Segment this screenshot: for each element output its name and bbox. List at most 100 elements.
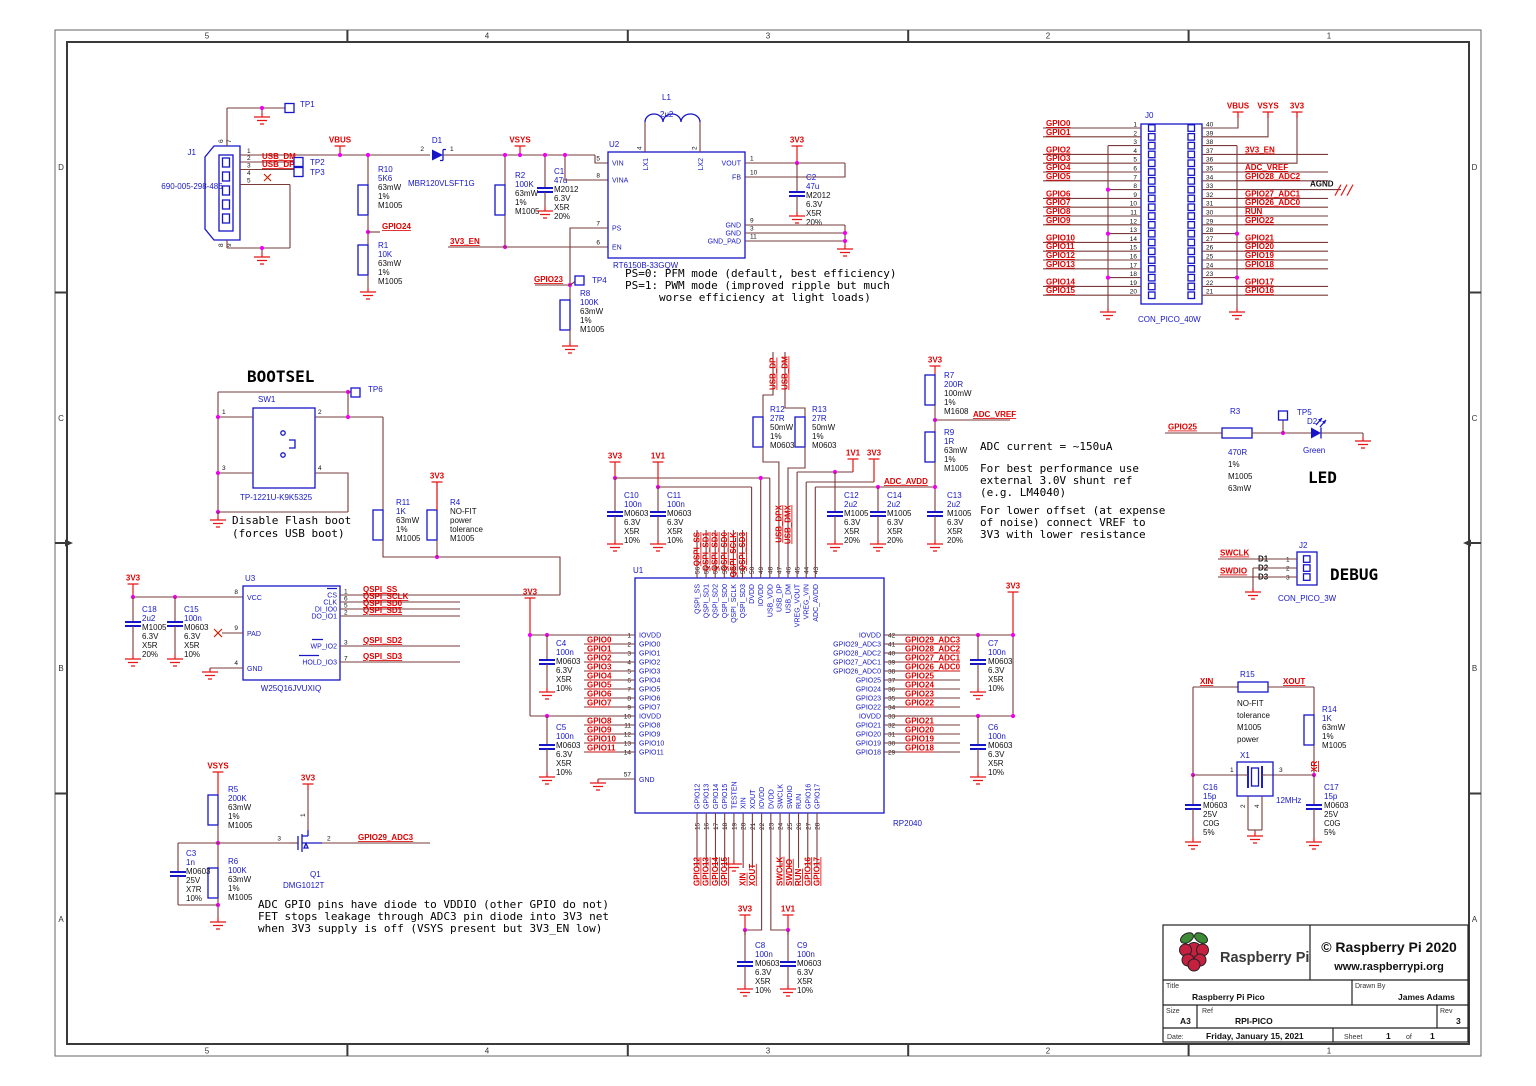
- D2-led[interactable]: [1311, 427, 1321, 439]
- J0-pin-number: 2: [1133, 130, 1137, 137]
- tp4-testpoint[interactable]: [574, 275, 585, 286]
- wire: [594, 155, 608, 164]
- R9-resistor[interactable]: [924, 431, 936, 463]
- C2-capacitor[interactable]: [789, 191, 805, 197]
- junction-dot: [345, 414, 351, 420]
- U1-pin-name: QSPI_SD2: [713, 584, 720, 618]
- C16-capacitor[interactable]: [1185, 804, 1201, 810]
- U2-pin-name: LX1: [643, 158, 650, 171]
- C8-value: 100n: [755, 950, 773, 959]
- U2-pin-name: EN: [612, 245, 622, 252]
- U1-pin-name: QSPI_SCLK: [731, 584, 738, 623]
- R1-resistor[interactable]: [357, 244, 369, 276]
- X1-crystal[interactable]: [1236, 761, 1274, 797]
- Q1-mosfet[interactable]: [297, 830, 322, 852]
- R3-value: 470R: [1228, 448, 1247, 457]
- J0-pin-square: [1187, 264, 1196, 273]
- C8-value: X5R: [755, 977, 771, 986]
- net-label-qspi: QSPI_SS: [693, 531, 702, 566]
- fet-note: when 3V3 supply is off (VSYS present but…: [258, 922, 602, 935]
- sheet-number: 1: [1386, 1031, 1391, 1041]
- U1-pin-name: QSPI_SD3: [740, 584, 747, 618]
- C4-capacitor[interactable]: [539, 659, 555, 665]
- D1-pin-number: 1: [450, 146, 454, 153]
- R12-resistor[interactable]: [752, 416, 764, 448]
- L1-inductor[interactable]: [644, 113, 701, 123]
- R10-resistor[interactable]: [357, 184, 369, 216]
- C4-value: 6.3V: [556, 666, 573, 675]
- R15-resistor[interactable]: [1237, 681, 1269, 693]
- SW1-switch[interactable]: [252, 407, 316, 489]
- R7-resistor[interactable]: [924, 374, 936, 406]
- J0-pin-square: [1187, 194, 1196, 203]
- C17-value: 5%: [1324, 828, 1336, 837]
- C6-capacitor[interactable]: [970, 744, 986, 750]
- net-label-qspi: QSPI_SD3: [738, 531, 747, 571]
- junction-dot: [527, 632, 533, 638]
- R12-value: M0603: [770, 441, 795, 450]
- 1v1-flag: [847, 458, 859, 472]
- R11-resistor[interactable]: [372, 509, 384, 541]
- U1-pin-number: 27: [805, 822, 812, 830]
- J0-pin-number: 20: [1130, 289, 1138, 296]
- U2-pin-name: PS: [612, 226, 622, 233]
- C17-capacitor[interactable]: [1306, 804, 1322, 810]
- R13-resistor[interactable]: [794, 416, 806, 448]
- U3-flash[interactable]: [242, 585, 341, 681]
- raspberry-pi-logo: [1187, 958, 1201, 972]
- net-label-right: GPIO18: [1245, 260, 1274, 269]
- C12-value: 2u2: [844, 500, 858, 509]
- tp4-label: TP4: [592, 276, 607, 285]
- C18-value: 6.3V: [142, 632, 159, 641]
- C16-value: 15p: [1203, 792, 1217, 801]
- C8-capacitor[interactable]: [737, 961, 753, 967]
- tp3-testpoint[interactable]: [293, 166, 304, 178]
- tp2-testpoint[interactable]: [293, 156, 304, 168]
- C3-capacitor[interactable]: [170, 871, 186, 877]
- U2-regulator[interactable]: [607, 151, 746, 259]
- gnd-symbol: [210, 516, 226, 528]
- R4-resistor[interactable]: [426, 509, 438, 541]
- center-arrow-left: [65, 539, 73, 547]
- raspberry-pi-logo: [1180, 932, 1194, 944]
- C5-capacitor[interactable]: [539, 744, 555, 750]
- tp1-testpoint[interactable]: [284, 102, 295, 114]
- R8-resistor[interactable]: [559, 299, 571, 331]
- U1-pin-name: GPIO2: [639, 660, 661, 667]
- U2-pin-number: 2: [692, 146, 699, 150]
- U1-pin-number: 24: [778, 822, 785, 830]
- J0-pin-number: 37: [1206, 148, 1214, 155]
- Q1-ref: Q1: [310, 870, 321, 879]
- C7-capacitor[interactable]: [970, 659, 986, 665]
- U1-pin-name: USB_VDD: [767, 584, 774, 617]
- tp6-testpoint[interactable]: [350, 387, 361, 398]
- C13-capacitor[interactable]: [927, 511, 943, 517]
- R2-resistor[interactable]: [494, 184, 506, 216]
- C18-capacitor[interactable]: [125, 621, 141, 627]
- D1-diode[interactable]: [432, 149, 443, 161]
- 3v3-flag: [609, 461, 621, 478]
- C11-capacitor[interactable]: [650, 511, 666, 517]
- U1-rp2040[interactable]: [634, 577, 885, 814]
- R3-resistor[interactable]: [1221, 427, 1253, 439]
- C14-value: 20%: [887, 536, 903, 545]
- C9-capacitor[interactable]: [780, 961, 796, 967]
- tp5-label: TP5: [1297, 408, 1312, 417]
- C17-ref: C17: [1324, 783, 1339, 792]
- C14-capacitor[interactable]: [870, 511, 886, 517]
- active-low-overline: [299, 587, 337, 657]
- R14-resistor[interactable]: [1303, 714, 1315, 746]
- tp5-testpoint[interactable]: [1277, 410, 1289, 421]
- wire: [787, 447, 806, 578]
- C12-capacitor[interactable]: [827, 511, 843, 517]
- R5-resistor[interactable]: [207, 794, 219, 826]
- U1-pin-number: 36: [888, 687, 896, 694]
- zone-number-top: 5: [205, 32, 210, 41]
- C10-capacitor[interactable]: [607, 511, 623, 517]
- gnd-symbol: [1355, 437, 1371, 449]
- C1-capacitor[interactable]: [537, 187, 553, 193]
- C15-capacitor[interactable]: [167, 621, 183, 627]
- U1-pin-number: 4: [627, 660, 631, 667]
- R6-resistor[interactable]: [207, 867, 219, 899]
- C16-value: C0G: [1203, 819, 1219, 828]
